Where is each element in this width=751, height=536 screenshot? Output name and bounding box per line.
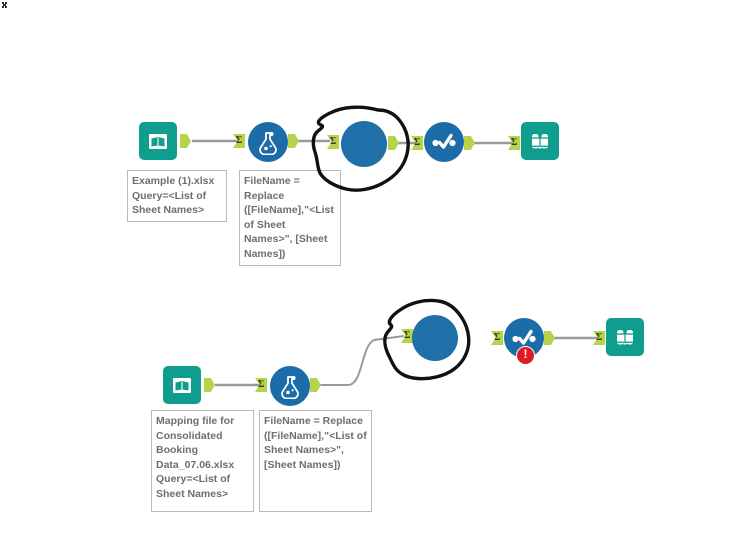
anchor-glyph: Σ	[235, 135, 243, 146]
node-label-formula-2: FileName = Replace ([FileName],"<List of…	[259, 410, 372, 512]
book-icon	[171, 373, 193, 396]
input-anchor-unknown-2[interactable]: Σ	[401, 329, 413, 343]
anchor-glyph: Σ	[329, 136, 337, 147]
node-unknown-tool-2[interactable]	[412, 315, 458, 361]
anchor-glyph: Σ	[413, 137, 421, 148]
formula-tool-2[interactable]	[270, 366, 310, 406]
node-browse-1[interactable]	[521, 122, 559, 160]
input-anchor-unknown-1[interactable]: Σ	[327, 135, 339, 149]
error-badge-select-2[interactable]: !	[516, 346, 535, 365]
input-anchor-browse-2[interactable]: Σ	[593, 331, 605, 345]
corner-artifact-mark	[2, 2, 7, 8]
anchor-glyph: Σ	[595, 332, 603, 343]
flask-icon	[259, 131, 277, 155]
node-label-input-data-1: Example (1).xlsx Query=<List of Sheet Na…	[127, 170, 227, 222]
node-select-2[interactable]: !	[504, 318, 544, 365]
node-input-data-2[interactable]	[163, 366, 201, 404]
plain-circle-icon[interactable]	[341, 121, 387, 167]
anchor-glyph: Σ	[493, 332, 501, 343]
browse-tool-1[interactable]	[521, 122, 559, 160]
browse-tool-2[interactable]	[606, 318, 644, 356]
input-anchor-select-1[interactable]: Σ	[411, 136, 423, 150]
node-input-data-1[interactable]	[139, 122, 177, 160]
output-anchor-input-data-1[interactable]	[180, 134, 191, 148]
formula-tool-1[interactable]	[248, 122, 288, 162]
select-check-icon	[432, 133, 456, 149]
anchor-glyph: Σ	[510, 137, 518, 148]
plain-circle-icon[interactable]	[412, 315, 458, 361]
binoculars-icon	[529, 129, 551, 152]
output-anchor-unknown-1[interactable]	[388, 136, 399, 150]
input-anchor-browse-1[interactable]: Σ	[508, 136, 520, 150]
input-anchor-select-2[interactable]: Σ	[491, 331, 503, 345]
output-anchor-input-data-2[interactable]	[204, 378, 215, 392]
select-check-icon	[512, 329, 536, 345]
input-data-tool-2[interactable]	[163, 366, 201, 404]
node-unknown-tool-1[interactable]	[341, 121, 387, 167]
anchor-glyph: Σ	[257, 379, 265, 390]
output-anchor-formula-2[interactable]	[310, 378, 321, 392]
input-anchor-formula-2[interactable]: Σ	[255, 378, 267, 392]
node-label-formula-1: FileName = Replace ([FileName],"<List of…	[239, 170, 341, 266]
wire-formula2-unknown2	[318, 335, 405, 386]
input-data-tool-1[interactable]	[139, 122, 177, 160]
node-formula-2[interactable]	[270, 366, 310, 406]
node-browse-2[interactable]	[606, 318, 644, 356]
binoculars-icon	[614, 325, 636, 348]
input-anchor-formula-1[interactable]: Σ	[233, 134, 245, 148]
output-anchor-formula-1[interactable]	[288, 134, 299, 148]
flask-icon	[281, 375, 299, 399]
node-select-1[interactable]	[424, 122, 464, 162]
output-anchor-select-2[interactable]	[544, 331, 555, 345]
node-label-input-data-2: Mapping file for Consolidated Booking Da…	[151, 410, 254, 512]
book-icon	[147, 129, 169, 152]
node-formula-1[interactable]	[248, 122, 288, 162]
select-tool-1[interactable]	[424, 122, 464, 162]
output-anchor-select-1[interactable]	[464, 136, 475, 150]
